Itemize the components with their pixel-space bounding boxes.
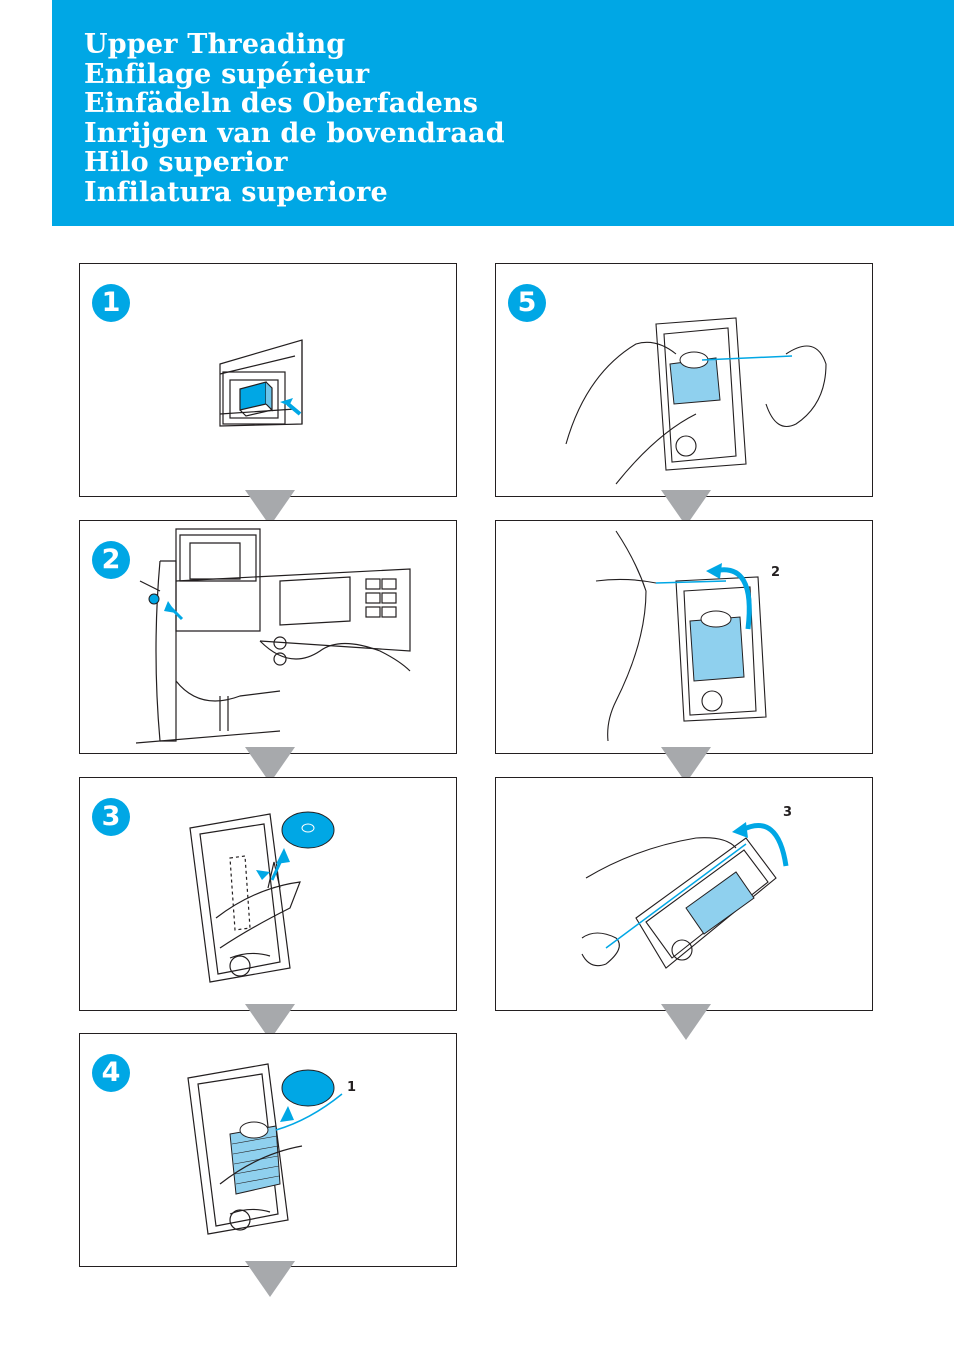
step-3-panel: 3 [79,777,457,1011]
step-1-badge: 1 [92,284,130,322]
title-dutch: Inrijgen van de bovendraad [84,117,505,149]
thread-hold-illustration [565,317,827,485]
step-2-panel: 2 [79,520,457,754]
callout-3-label: 3 [783,805,793,820]
title-english: Upper Threading [84,29,346,60]
step-2-badge: 2 [92,541,130,579]
spool-placement-illustration [187,1063,343,1235]
callout-2-label: 2 [771,565,781,580]
step-3-badge: 3 [92,798,130,836]
flow-arrow-4 [245,1261,295,1297]
spool-cap-removal-illustration [189,811,335,983]
multilingual-title-list: Upper Threading Enfilage supérieur Einfä… [84,30,505,208]
callout-1-label: 1 [347,1080,357,1095]
thread-guide-illustration [595,530,767,742]
flow-arrow-7 [661,1004,711,1040]
title-banner: Upper Threading Enfilage supérieur Einfä… [52,0,954,226]
step-1-panel: 1 [79,263,457,497]
title-german: Einfädeln des Oberfadens [84,88,479,120]
power-switch-illustration [219,339,303,427]
step-4-panel: 4 1 [79,1033,457,1267]
title-italian: Infilatura superiore [84,176,388,208]
title-french: Enfilage supérieur [84,58,370,90]
step-5-badge: 5 [508,284,546,322]
machine-spool-cover-illustration [135,528,411,744]
step-6-panel: 2 [495,520,873,754]
step-5-panel: 5 [495,263,873,497]
title-spanish: Hilo superior [84,147,288,179]
step-4-badge: 4 [92,1054,130,1092]
thread-tilt-illustration [581,822,789,969]
step-7-panel: 3 [495,777,873,1011]
